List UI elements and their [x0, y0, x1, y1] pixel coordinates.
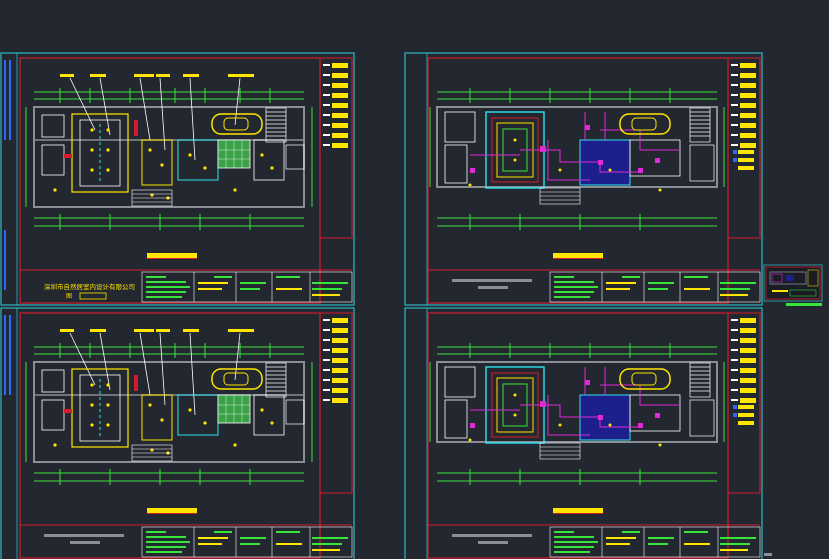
company-name: 深圳市自然居室内设计有限公司: [44, 282, 135, 291]
drawing-number-bar: [79, 292, 107, 300]
sheet-bottom-left[interactable]: [0, 307, 355, 559]
mini-sheet-thumbnail[interactable]: [763, 264, 823, 306]
sheet-bottom-right[interactable]: [404, 307, 763, 559]
corner-marker: [764, 553, 772, 556]
sheet-top-left[interactable]: [0, 52, 355, 306]
sheet-top-right[interactable]: [404, 52, 763, 306]
drawing-number-prefix: 图: [66, 293, 72, 300]
